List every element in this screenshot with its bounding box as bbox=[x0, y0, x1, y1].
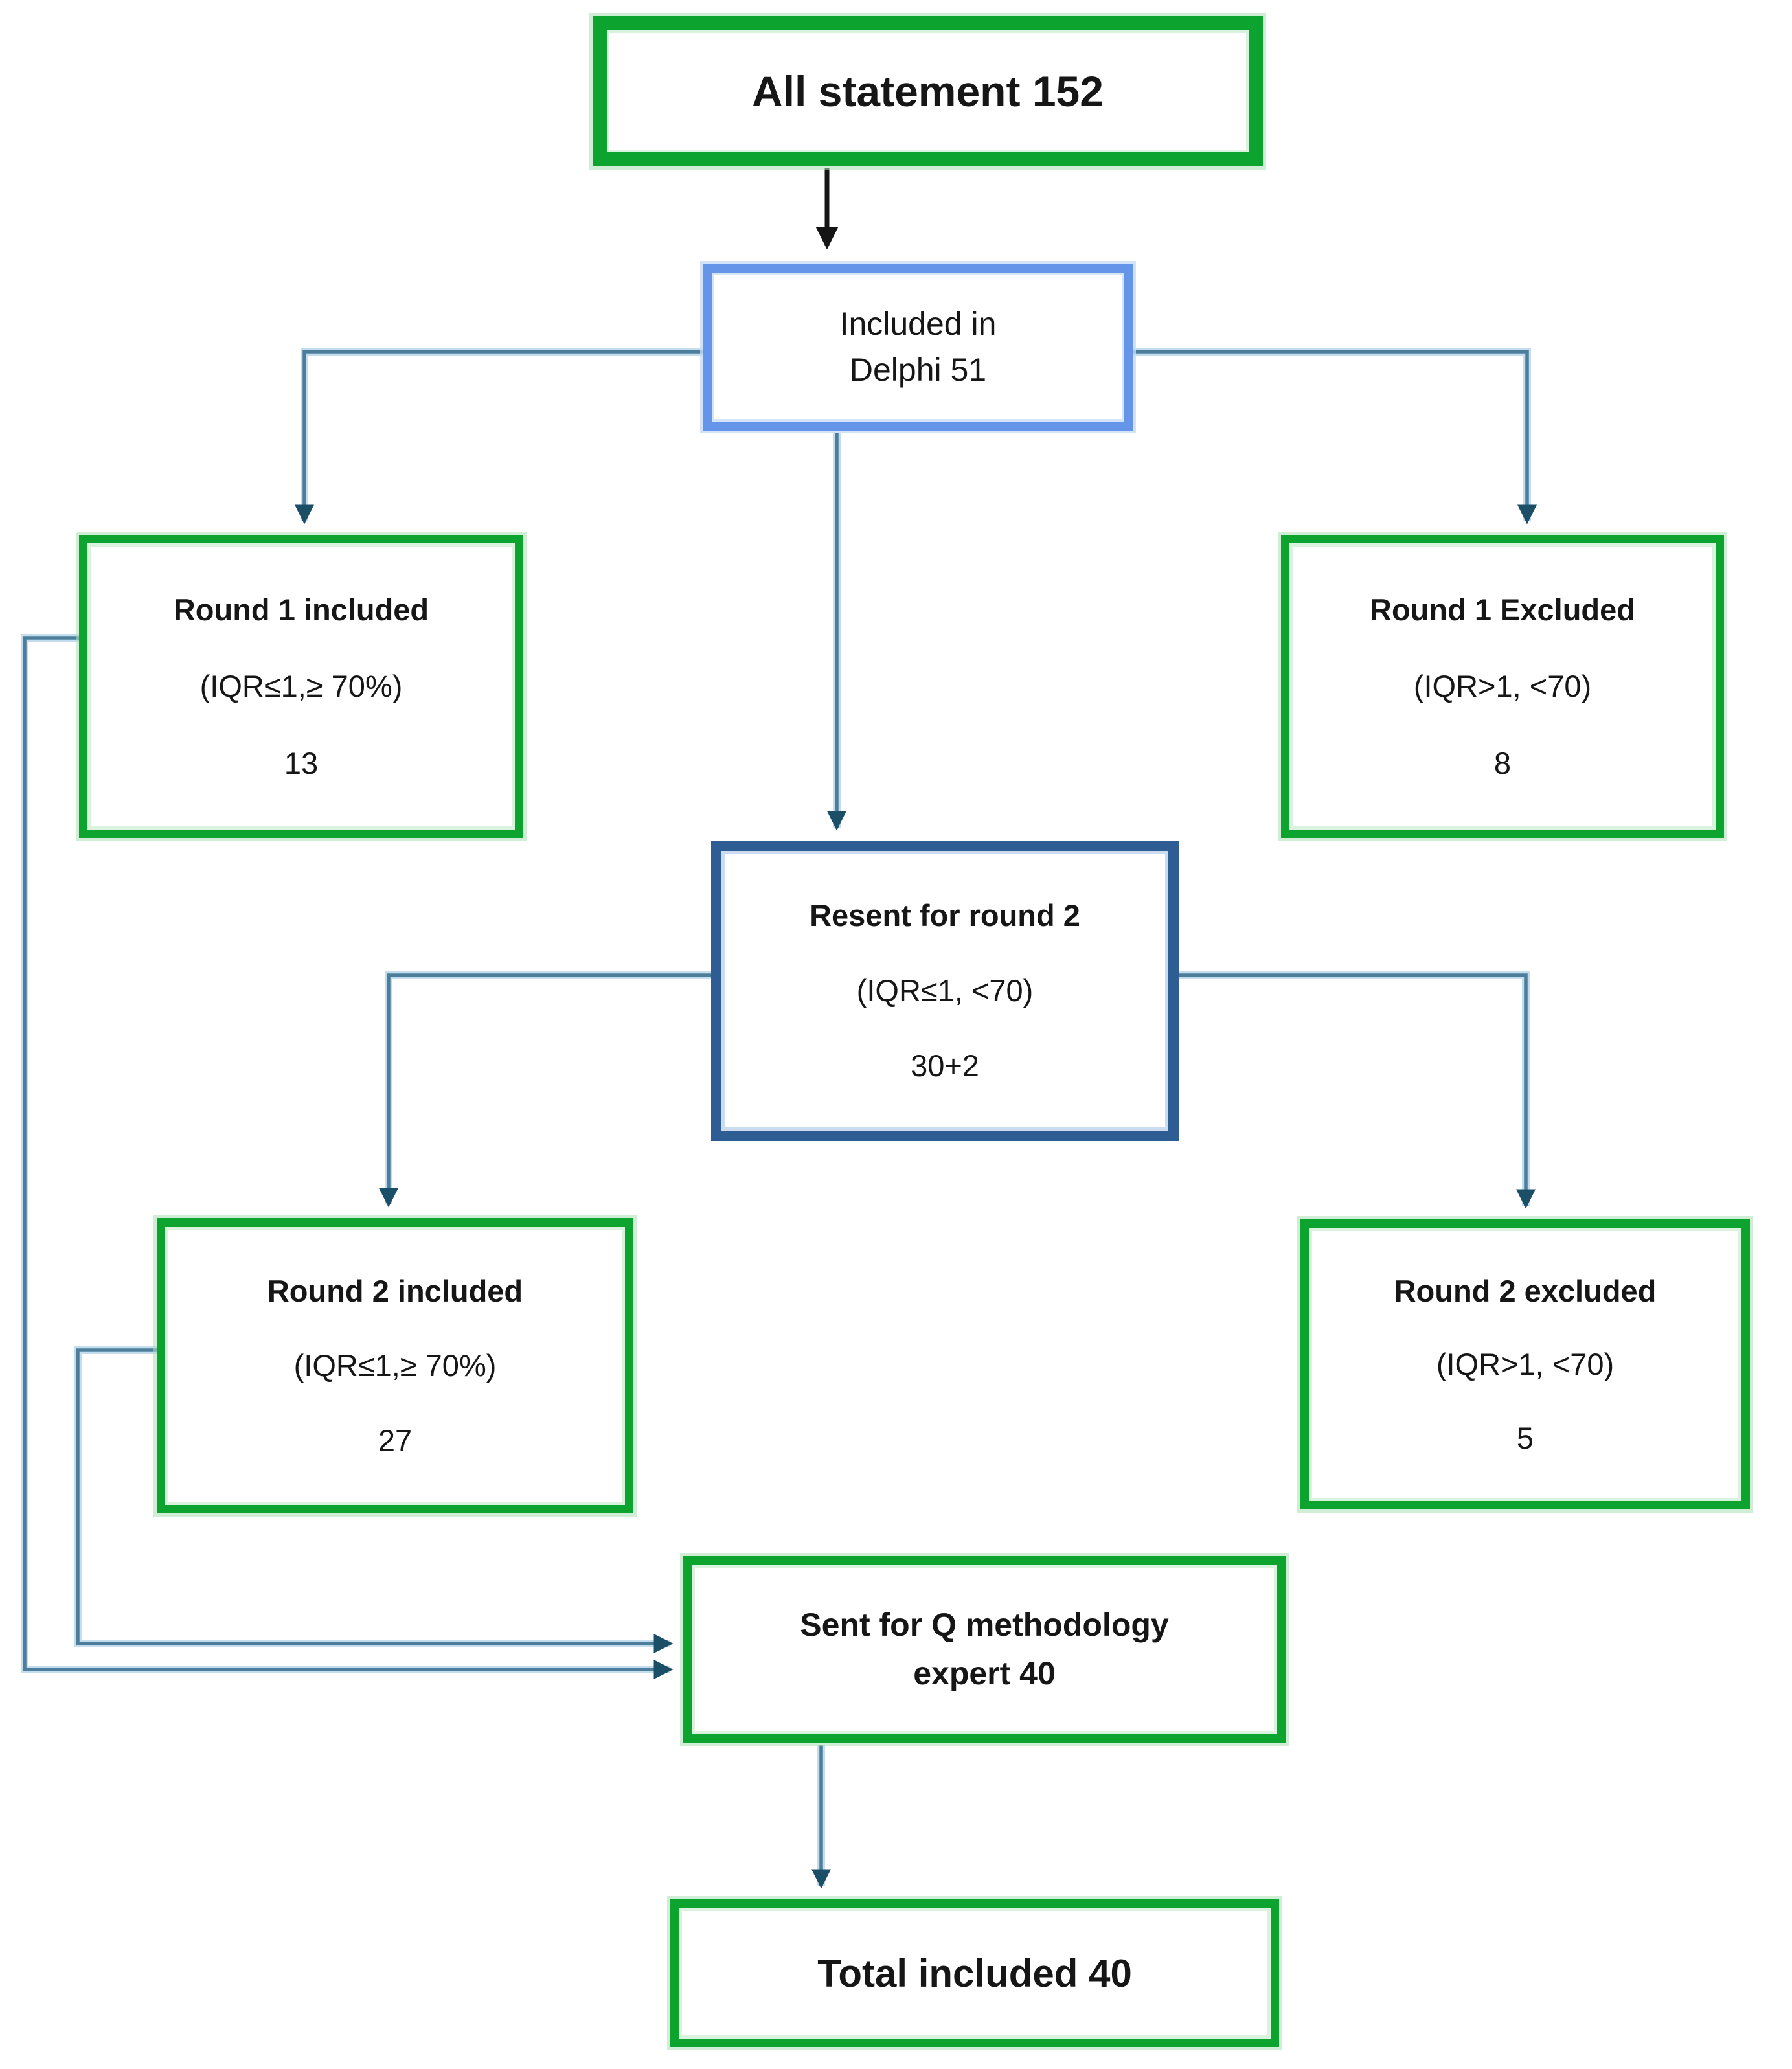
edge-resent-to-round2-excluded bbox=[1179, 971, 1536, 1209]
edge-round2-included-to-sentq bbox=[74, 1346, 674, 1654]
node-round1-included: Round 1 included (IQR≤1,≥ 70%) 13 bbox=[79, 535, 523, 838]
node-sent-for-q-methodology: Sent for Q methodology expert 40 bbox=[683, 1556, 1286, 1743]
node-resent-for-round2-count: 30+2 bbox=[911, 1048, 979, 1083]
edge-round1-included-to-sentq bbox=[21, 634, 674, 1680]
node-round2-excluded-criteria: (IQR>1, <70) bbox=[1436, 1347, 1615, 1382]
node-total-included-label: Total included 40 bbox=[817, 1951, 1132, 1995]
node-sent-for-q-methodology-line1: Sent for Q methodology bbox=[800, 1607, 1169, 1643]
node-resent-for-round2: Resent for round 2 (IQR≤1, <70) 30+2 bbox=[711, 841, 1179, 1141]
node-round2-included-title: Round 2 included bbox=[267, 1273, 523, 1308]
node-included-in-delphi-line1: Included in bbox=[839, 306, 997, 342]
node-round1-excluded-criteria: (IQR>1, <70) bbox=[1413, 669, 1592, 704]
edge-delphi-to-round1-included bbox=[294, 348, 703, 525]
node-sent-for-q-methodology-line2: expert 40 bbox=[913, 1655, 1056, 1691]
node-round2-included-count: 27 bbox=[378, 1423, 413, 1458]
node-round2-included-criteria: (IQR≤1,≥ 70%) bbox=[293, 1348, 497, 1383]
node-total-included: Total included 40 bbox=[670, 1899, 1279, 2047]
node-round1-included-count: 13 bbox=[284, 745, 319, 780]
edge-resent-to-round2-included bbox=[378, 971, 711, 1208]
node-all-statements: All statement 152 bbox=[593, 16, 1263, 166]
node-resent-for-round2-criteria: (IQR≤1, <70) bbox=[856, 973, 1034, 1008]
node-round1-excluded-count: 8 bbox=[1493, 745, 1512, 780]
node-round2-included: Round 2 included (IQR≤1,≥ 70%) 27 bbox=[157, 1218, 633, 1513]
node-round2-excluded-count: 5 bbox=[1516, 1420, 1534, 1455]
node-round1-included-criteria: (IQR≤1,≥ 70%) bbox=[199, 669, 403, 704]
node-round2-excluded-title: Round 2 excluded bbox=[1394, 1273, 1657, 1308]
node-round1-excluded: Round 1 Excluded (IQR>1, <70) 8 bbox=[1281, 535, 1724, 838]
node-round2-excluded: Round 2 excluded (IQR>1, <70) 5 bbox=[1300, 1219, 1750, 1509]
node-included-in-delphi: Included in Delphi 51 bbox=[703, 264, 1133, 431]
node-included-in-delphi-line2: Delphi 51 bbox=[849, 352, 987, 388]
node-resent-for-round2-title: Resent for round 2 bbox=[810, 898, 1080, 933]
edge-delphi-to-round1-excluded bbox=[1133, 348, 1537, 525]
node-round1-excluded-title: Round 1 Excluded bbox=[1370, 592, 1635, 627]
node-all-statements-label: All statement 152 bbox=[752, 67, 1104, 115]
node-round1-included-title: Round 1 included bbox=[173, 592, 429, 627]
